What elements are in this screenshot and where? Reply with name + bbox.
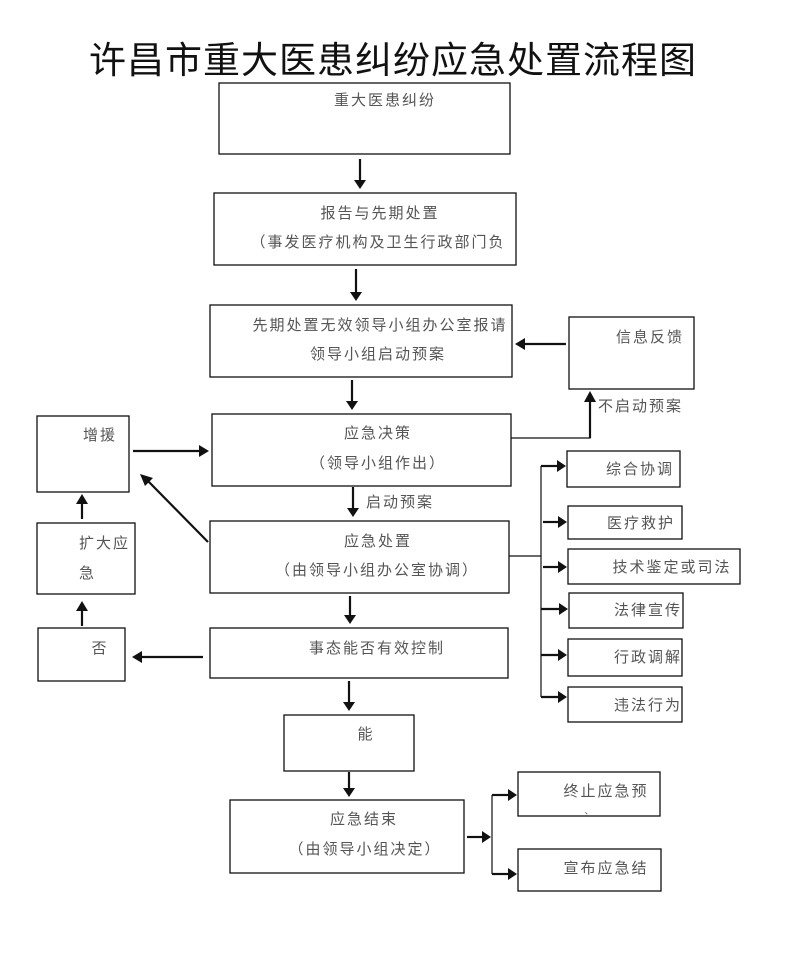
arrow-handling-to-control (344, 596, 356, 624)
node-incident[interactable]: 重大医患纠纷 (218, 82, 511, 155)
node-report-line-1: 报告与先期处置 (320, 204, 439, 222)
arrow-decision-to-handling (347, 487, 359, 517)
branch-label-6: 违法行为 (614, 696, 682, 714)
node-report-line-2: （事发医疗机构及卫生行政部门负 (250, 233, 505, 251)
node-incident-line-1: 重大医患纠纷 (334, 91, 436, 109)
node-announce-line-1: 宣布应急结 (563, 859, 648, 877)
node-yes[interactable]: 能 (283, 714, 415, 772)
node-feedback-line-1: 信息反馈 (616, 328, 684, 346)
node-expand-line-2: 急 (79, 564, 96, 582)
arrow-yes-to-end (343, 772, 355, 797)
arrow-request-to-decision (346, 380, 358, 410)
edge-label-no-activate: 不启动预案 (598, 397, 683, 415)
node-control-line-1: 事态能否有效控制 (309, 639, 445, 657)
node-reinforce[interactable]: 增援 (36, 415, 130, 493)
arrow-feedback-to-request (515, 338, 566, 350)
arrow-control-to-yes (343, 681, 355, 711)
branch-label-2: 医疗救护 (607, 514, 675, 532)
node-request[interactable]: 先期处置无效领导小组办公室报请 领导小组启动预案 (209, 304, 513, 378)
arrow-no-to-expand (76, 601, 88, 626)
node-request-line-1: 先期处置无效领导小组办公室报请 (252, 316, 507, 334)
node-handling-line-1: 应急处置 (344, 532, 412, 550)
node-terminate[interactable]: 终止应急预 、 (517, 771, 661, 817)
page-title: 许昌市重大医患纠纷应急处置流程图 (89, 39, 697, 82)
node-feedback[interactable]: 信息反馈 (568, 316, 695, 390)
node-branch-4[interactable]: 法律宣传 (568, 592, 684, 629)
node-expand-line-1: 扩大应 (79, 534, 130, 552)
arrow-branch-6 (541, 691, 567, 703)
node-reinforce-line-1: 增援 (83, 426, 117, 444)
arrow-incident-to-report (354, 159, 366, 189)
edge-label-activate: 启动预案 (366, 493, 434, 511)
arrow-end-to-terminate (492, 789, 517, 801)
node-no[interactable]: 否 (37, 627, 126, 682)
arrow-end-to-announce (492, 868, 517, 880)
node-branch-6[interactable]: 违法行为 (567, 686, 683, 723)
node-branch-3[interactable]: 技术鉴定或司法 (567, 548, 741, 585)
node-end[interactable]: 应急结束 （由领导小组决定） (229, 799, 465, 874)
arrow-branch-1 (541, 460, 566, 472)
arrow-branch-5 (541, 649, 567, 661)
node-handling[interactable]: 应急处置 （由领导小组办公室协调） (209, 520, 510, 594)
branch-label-1: 综合协调 (606, 460, 674, 478)
arrow-decision-to-feedback (511, 391, 596, 439)
node-decision[interactable]: 应急决策 （领导小组作出） (211, 413, 512, 487)
node-end-line-1: 应急结束 (330, 810, 398, 828)
arrow-reinforce-to-decision (133, 445, 209, 457)
node-decision-line-2: （领导小组作出） (310, 454, 446, 472)
node-control[interactable]: 事态能否有效控制 (209, 627, 509, 679)
node-decision-line-1: 应急决策 (344, 424, 412, 442)
node-announce[interactable]: 宣布应急结 (517, 848, 662, 892)
arrow-branch-4 (541, 603, 568, 615)
arrow-report-to-request (350, 269, 362, 301)
node-terminate-line-1: 终止应急预 (563, 782, 648, 800)
node-branch-5[interactable]: 行政调解 (567, 638, 683, 677)
node-branch-1[interactable]: 综合协调 (566, 450, 681, 488)
node-report[interactable]: 报告与先期处置 （事发医疗机构及卫生行政部门负 (213, 192, 517, 266)
node-no-line-1: 否 (91, 639, 108, 657)
arrow-branch-2 (543, 516, 567, 528)
node-terminate-line-2: 、 (584, 807, 595, 817)
node-end-line-2: （由领导小组决定） (288, 840, 441, 858)
branch-bus (509, 466, 542, 697)
node-handling-line-2: （由领导小组办公室协调） (275, 561, 479, 579)
node-request-line-2: 领导小组启动预案 (310, 345, 446, 363)
arrow-expand-to-reinforce (76, 494, 88, 519)
arrow-control-to-no (132, 651, 203, 663)
node-yes-line-1: 能 (357, 725, 374, 743)
arrow-branch-3 (543, 561, 567, 573)
node-expand[interactable]: 扩大应 急 (36, 522, 136, 595)
arrow-end-to-split (467, 831, 491, 843)
branch-label-3: 技术鉴定或司法 (612, 558, 731, 576)
arrow-handling-to-reinforce (140, 474, 209, 543)
branch-label-4: 法律宣传 (614, 601, 682, 619)
node-branch-2[interactable]: 医疗救护 (567, 505, 683, 540)
branch-label-5: 行政调解 (614, 648, 682, 666)
